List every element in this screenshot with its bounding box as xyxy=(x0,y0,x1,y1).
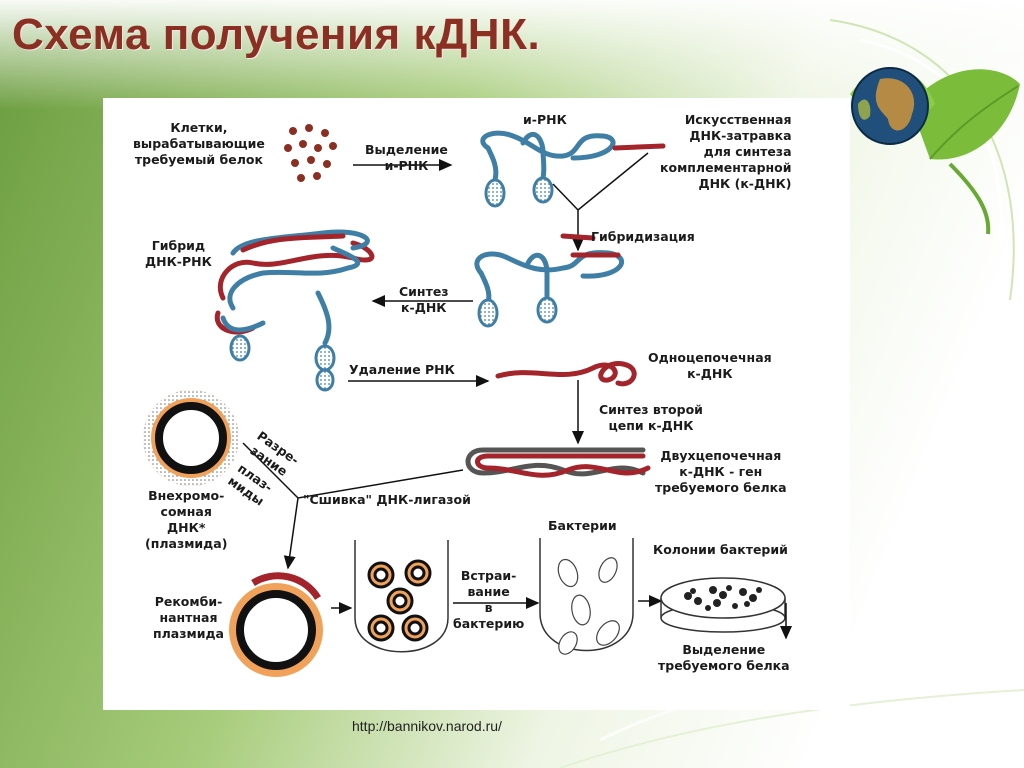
label-insertion: Встраи- вание в бактерию xyxy=(453,568,525,631)
label-ligation: "Сшивка" ДНК-лигазой xyxy=(303,492,471,507)
primer-strand xyxy=(612,143,666,151)
hybrid-dna-rna xyxy=(214,229,375,346)
label-isolation: Выделение и-РНК xyxy=(365,142,448,173)
label-recombinant: Рекомби- нантная плазмида xyxy=(153,594,224,641)
label-hybridization: Гибридизация xyxy=(591,229,695,244)
plasmid xyxy=(143,390,239,486)
label-mrna: и-РНК xyxy=(523,112,567,127)
single-strand-cdna xyxy=(495,361,637,387)
label-cdna-synthesis: Синтез к-ДНК xyxy=(399,284,449,315)
arrow-ligation xyxy=(242,442,464,568)
tube-bacteria xyxy=(539,538,634,655)
label-double-strand: Двухцепочечная к-ДНК - ген требуемого бе… xyxy=(655,448,787,495)
cdna-diagram xyxy=(143,124,792,677)
label-cells: Клетки, вырабатывающие требуемый белок xyxy=(133,120,265,167)
mrna-strand xyxy=(480,130,616,183)
label-bacteria: Бактерии xyxy=(548,518,617,533)
label-colonies: Колонии бактерий xyxy=(653,542,788,557)
leaf-globe-decoration xyxy=(850,67,1020,235)
petri-dish xyxy=(660,577,786,633)
mrna-with-primer xyxy=(474,250,625,306)
mrna-loops xyxy=(484,176,554,208)
label-single-strand: Одноцепочечная к-ДНК xyxy=(648,350,772,381)
cells-cluster xyxy=(284,124,337,182)
label-protein-isolation: Выделение требуемого белка xyxy=(658,642,790,673)
label-primer: Искусственная ДНК-затравка для синтеза к… xyxy=(660,112,792,191)
label-second-strand: Синтез второй цепи к-ДНК xyxy=(599,402,703,433)
source-url[interactable]: http://bannikov.narod.ru/ xyxy=(352,718,502,734)
label-hybrid: Гибрид ДНК-РНК xyxy=(145,238,212,269)
double-strand-cdna xyxy=(465,447,651,478)
tube-plasmids xyxy=(354,540,449,653)
slide-title: Схема получения кДНК. xyxy=(12,10,541,59)
arrow-hybridization xyxy=(552,152,649,250)
diagram-panel: Клетки, вырабатывающие требуемый белок В… xyxy=(103,98,850,710)
recombinant-plasmid xyxy=(229,572,323,677)
label-rna-removal: Удаление РНК xyxy=(349,362,455,377)
label-plasmid: Внехромо- сомная ДНК* (плазмида) xyxy=(145,488,228,551)
